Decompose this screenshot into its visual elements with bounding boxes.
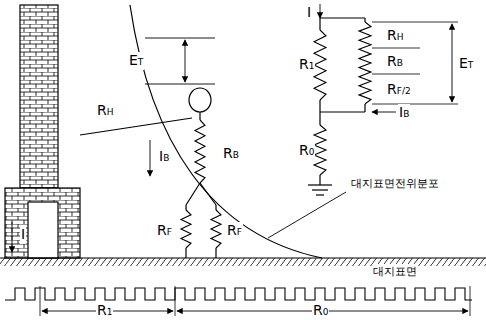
current-label: IB xyxy=(398,104,410,122)
wire xyxy=(215,205,216,210)
wire xyxy=(215,248,216,258)
dimension-tick xyxy=(372,74,420,75)
leader-line xyxy=(268,192,346,238)
wire xyxy=(364,18,365,22)
voltage-label: ET xyxy=(128,52,144,70)
person-leg xyxy=(200,183,216,205)
current-arrow xyxy=(372,112,396,113)
potential-curve xyxy=(130,5,322,258)
ground-surface xyxy=(0,257,486,258)
dimension-tick xyxy=(372,104,458,105)
current-arrow xyxy=(320,4,321,18)
curve-label: 대지표면전위분포 xyxy=(350,176,440,192)
dimension-tick xyxy=(40,286,41,316)
current-arrow xyxy=(12,222,13,252)
resistor-symbol xyxy=(314,125,326,175)
current-label: I xyxy=(20,226,26,244)
chimney-base xyxy=(5,188,80,258)
resistance-label: RF xyxy=(226,222,243,240)
dimension-tick xyxy=(145,84,215,85)
ground-symbol xyxy=(312,189,328,190)
dimension-tick xyxy=(372,48,420,49)
resistor-symbol xyxy=(314,30,326,100)
ground-symbol xyxy=(308,184,332,185)
current-arrow xyxy=(150,140,151,176)
ground-resistance-wave xyxy=(5,288,472,300)
wire xyxy=(320,111,365,112)
wire xyxy=(320,17,365,18)
voltage-label: ET xyxy=(458,55,474,73)
person-head xyxy=(189,88,211,112)
foot-resistor xyxy=(181,210,191,248)
wire xyxy=(185,205,186,210)
resistance-label: R0 xyxy=(298,142,315,160)
resistance-label: RH xyxy=(386,27,405,45)
resistance-label: RF/2 xyxy=(386,81,412,99)
wire xyxy=(319,175,320,185)
dimension-tick xyxy=(372,22,458,23)
resistance-label: R1 xyxy=(96,302,113,320)
current-label: I xyxy=(306,4,312,22)
touch-voltage-arrow xyxy=(185,40,186,82)
foot-resistor xyxy=(211,210,221,248)
person-leg xyxy=(186,183,200,205)
touch-voltage-arrow xyxy=(452,24,453,102)
dimension-tick xyxy=(470,286,471,316)
wire xyxy=(319,18,320,30)
wire xyxy=(364,104,365,112)
person-arm xyxy=(80,118,192,135)
resistance-label: RH xyxy=(96,102,115,120)
chimney-opening xyxy=(28,202,58,258)
ground-symbol xyxy=(316,194,324,195)
resistor-symbol xyxy=(359,22,371,104)
resistance-label: RF xyxy=(156,222,173,240)
resistance-label: R0 xyxy=(312,302,329,320)
resistance-label: RB xyxy=(386,53,404,71)
chimney-column xyxy=(20,5,58,188)
wire xyxy=(185,248,186,258)
resistance-label: R1 xyxy=(298,56,315,74)
current-label: IB xyxy=(158,148,170,166)
resistance-label: RB xyxy=(222,145,240,163)
wire xyxy=(199,112,200,120)
ground-label: 대지표면 xyxy=(372,264,418,280)
body-resistor xyxy=(195,120,205,183)
dimension-tick xyxy=(145,38,215,39)
